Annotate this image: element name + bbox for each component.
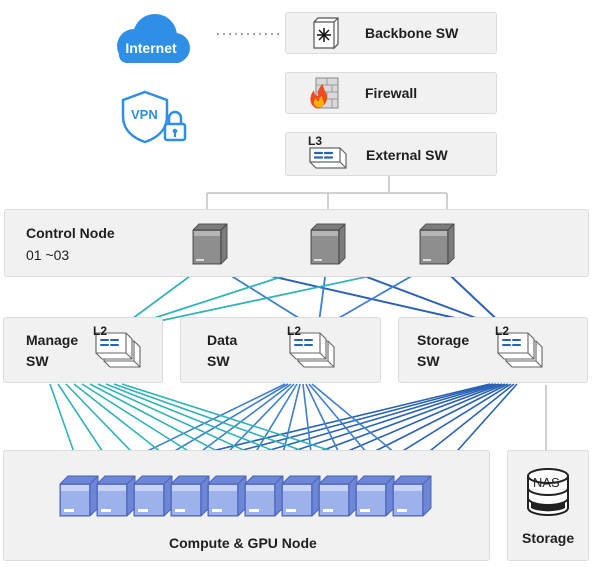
external-sw-label: External SW [366,147,448,163]
storage-sw-line2: SW [417,353,440,369]
compute-server-icon [392,475,432,517]
backbone-sw-label: Backbone SW [365,25,459,41]
compute-server-icon [59,475,99,517]
compute-server-icon [133,475,173,517]
compute-server-icon [244,475,284,517]
compute-server-icon [207,475,247,517]
manage-switch-icon [95,332,141,368]
l2-badge: L2 [93,324,108,338]
server-icon [192,223,228,265]
l2-badge: L2 [287,324,302,338]
vpn-label: VPN [131,107,158,122]
server-icon [419,223,455,265]
vpn-shield-icon [121,90,187,144]
internet-label: Internet [125,40,177,56]
storage-sw-line1: Storage [417,332,470,348]
manage-sw-line2: SW [26,353,49,369]
l3-switch-icon [309,147,347,169]
l2-badge: L2 [495,324,510,338]
compute-server-icon [281,475,321,517]
control-node-range: 01 ~03 [26,247,70,263]
compute-server-icon [170,475,210,517]
storage-label: Storage [522,530,575,546]
compute-server-icon [355,475,395,517]
server-icon [310,223,346,265]
data-sw-line2: SW [207,353,230,369]
backbone-switch-icon [313,17,339,50]
data-sw-line1: Data [207,332,238,348]
nas-icon-label: NAS [533,475,560,490]
storage-switch-icon [497,332,543,368]
data-sw-box[interactable] [180,317,381,383]
firewall-icon [310,77,339,109]
firewall-label: Firewall [365,85,418,101]
manage-sw-line1: Manage [26,332,79,348]
l3-badge: L3 [308,134,323,148]
compute-node-label: Compute & GPU Node [169,535,317,551]
compute-server-icon [318,475,358,517]
nas-disk-icon [527,468,569,516]
cloud-icon [117,14,190,63]
control-node-box[interactable] [4,209,589,277]
compute-server-icon [96,475,136,517]
data-switch-icon [289,332,335,368]
control-node-title: Control Node [26,225,115,241]
storage-sw-box[interactable] [398,317,588,383]
